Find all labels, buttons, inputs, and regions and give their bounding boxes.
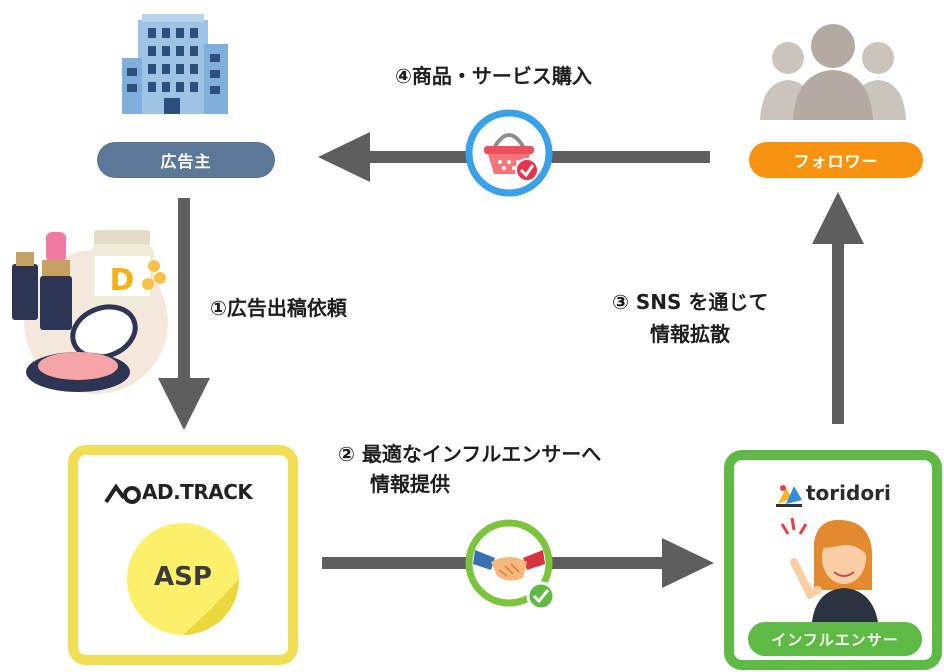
office-building-icon: [122, 14, 228, 114]
adtrack-logo-icon: [104, 483, 141, 504]
toridori-brand: toridori: [806, 481, 891, 505]
step2-line1: ② 最適なインフルエンサーへ: [338, 442, 602, 466]
step3-line2: 情報拡散: [650, 322, 730, 346]
step3-line1: ③ SNS を通じて: [612, 290, 769, 314]
shopping-basket-check-icon: [465, 109, 553, 197]
people-group-icon: [760, 24, 906, 120]
asp-badge-circle: [127, 523, 239, 635]
toridori-bird-logo-icon: [776, 485, 802, 507]
followers-label: フォロワー: [749, 142, 923, 178]
advertiser-label: 広告主: [97, 142, 275, 178]
adtrack-brand: AD.TRACK: [142, 480, 253, 504]
cosmetics-illustration: D: [12, 230, 168, 394]
handshake-check-icon: [465, 519, 556, 611]
asp-badge-label: ASP: [154, 562, 212, 592]
arrow-order: [158, 198, 210, 430]
svg-text:D: D: [110, 263, 135, 298]
influencer-label: インフルエンサー: [748, 622, 922, 656]
influencer-woman-illustration: [780, 517, 878, 622]
step2-line2: 情報提供: [370, 472, 450, 496]
step1-order-label: ①広告出稿依頼: [210, 296, 347, 320]
arrow-spread: [812, 192, 864, 424]
step4-purchase-label: ④商品・サービス購入: [395, 64, 592, 88]
